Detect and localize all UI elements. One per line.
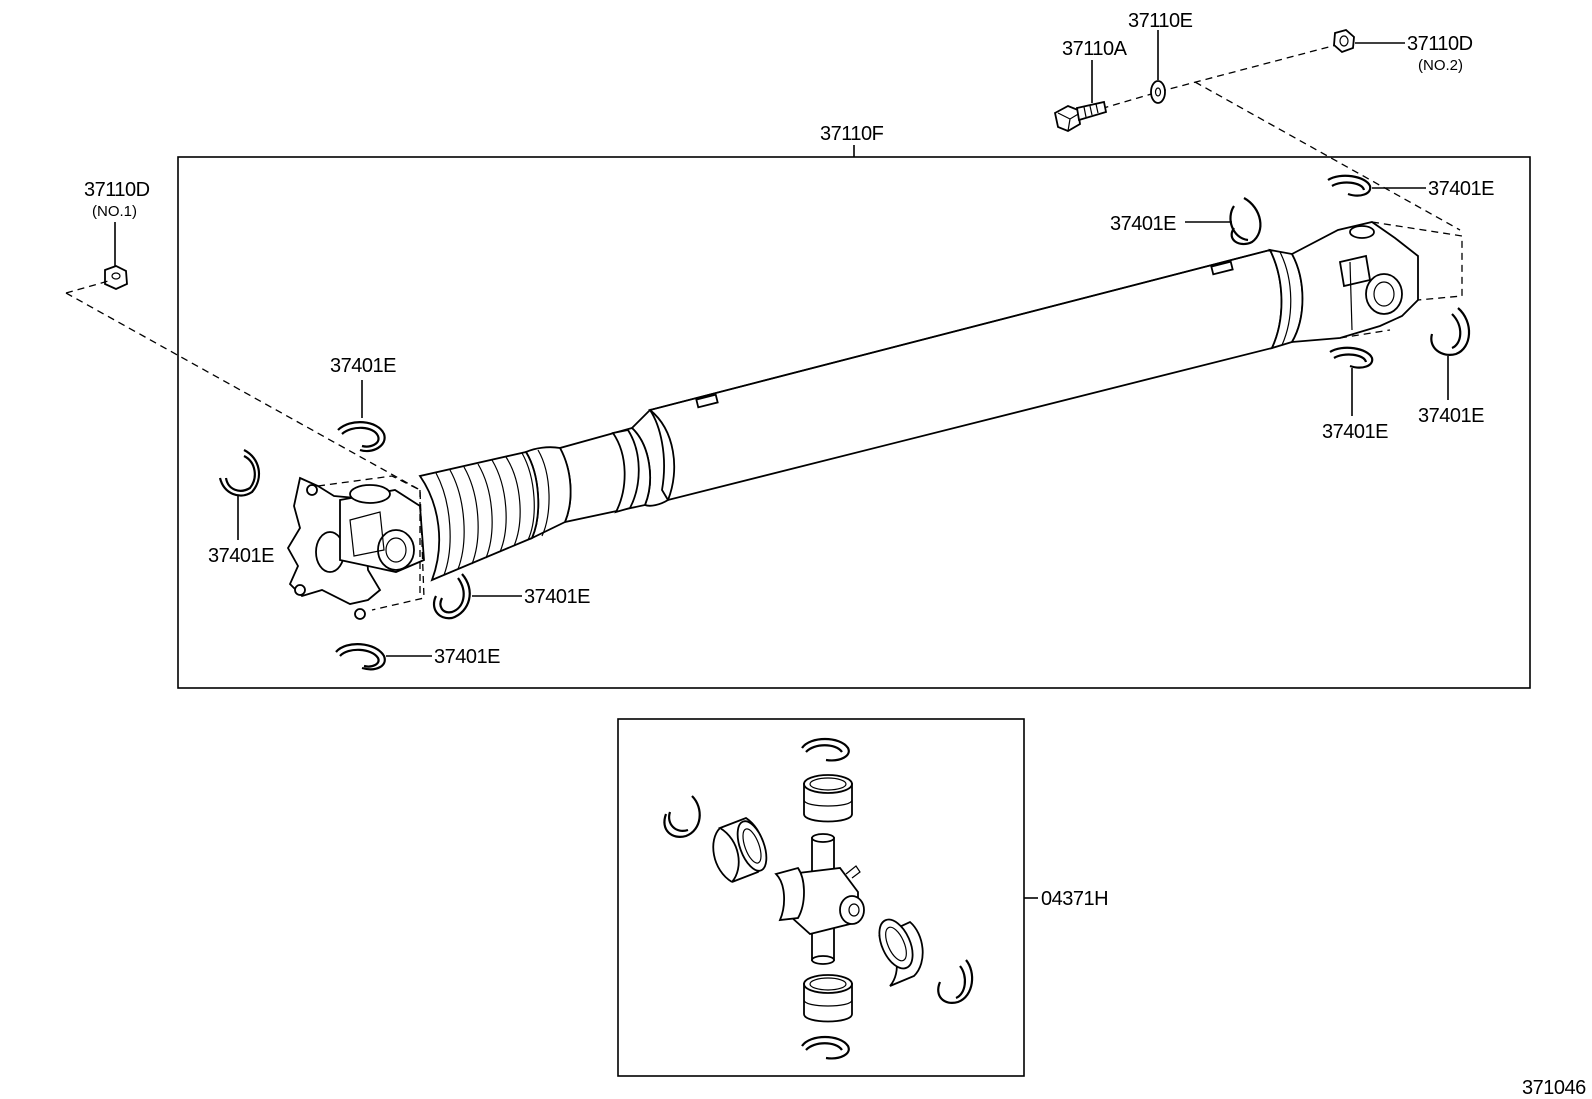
label-snap-ring-1[interactable]: 37401E xyxy=(330,355,397,377)
nut-no2[interactable] xyxy=(1333,29,1355,54)
label-nut-no2[interactable]: 37110D xyxy=(1407,33,1473,55)
label-snap-ring-7[interactable]: 37401E xyxy=(1322,421,1389,443)
label-washer[interactable]: 37110E xyxy=(1128,10,1193,32)
kit-snap-ring-right[interactable] xyxy=(937,959,974,1004)
front-flange-yoke[interactable] xyxy=(286,476,425,620)
diagram-id: 371046 xyxy=(1522,1077,1586,1099)
snap-ring-3[interactable] xyxy=(432,573,471,620)
label-spider-kit[interactable]: 04371H xyxy=(1041,888,1109,910)
snap-ring-5[interactable] xyxy=(1229,197,1262,246)
label-nut-no1-note: (NO.1) xyxy=(92,203,137,220)
snap-ring-4[interactable] xyxy=(335,643,386,671)
kit-bearing-cup-left[interactable] xyxy=(712,816,772,883)
label-snap-ring-6[interactable]: 37401E xyxy=(1428,178,1495,200)
label-snap-ring-8[interactable]: 37401E xyxy=(1418,405,1485,427)
label-nut-no1[interactable]: 37110D xyxy=(84,179,150,201)
kit-snap-ring-top[interactable] xyxy=(801,737,850,762)
label-snap-ring-4[interactable]: 37401E xyxy=(434,646,501,668)
kit-bearing-cup-bottom[interactable] xyxy=(803,974,853,1023)
bolt-37110a[interactable] xyxy=(1053,100,1108,132)
kit-bearing-cup-top[interactable] xyxy=(803,774,853,823)
nut-no1[interactable] xyxy=(104,265,128,290)
label-snap-ring-3[interactable]: 37401E xyxy=(524,586,591,608)
label-bolt[interactable]: 37110A xyxy=(1062,38,1128,60)
label-snap-ring-5[interactable]: 37401E xyxy=(1110,213,1177,235)
snap-ring-8[interactable] xyxy=(1430,307,1471,356)
label-nut-no2-note: (NO.2) xyxy=(1418,57,1463,74)
kit-bearing-cup-right[interactable] xyxy=(873,915,924,987)
kit-snap-ring-bottom[interactable] xyxy=(801,1035,850,1060)
snap-ring-1[interactable] xyxy=(337,421,386,453)
rear-yoke[interactable] xyxy=(1290,221,1419,344)
washer-37110e[interactable] xyxy=(1150,80,1166,104)
kit-snap-ring-left[interactable] xyxy=(663,795,701,838)
kit-spider[interactable] xyxy=(774,833,865,965)
driveshaft-tube[interactable] xyxy=(418,248,1304,582)
snap-ring-2[interactable] xyxy=(218,449,261,497)
label-shaft-assembly[interactable]: 37110F xyxy=(820,123,884,145)
label-snap-ring-2[interactable]: 37401E xyxy=(208,545,275,567)
snap-ring-7[interactable] xyxy=(1329,346,1374,369)
snap-ring-6[interactable] xyxy=(1327,174,1372,197)
